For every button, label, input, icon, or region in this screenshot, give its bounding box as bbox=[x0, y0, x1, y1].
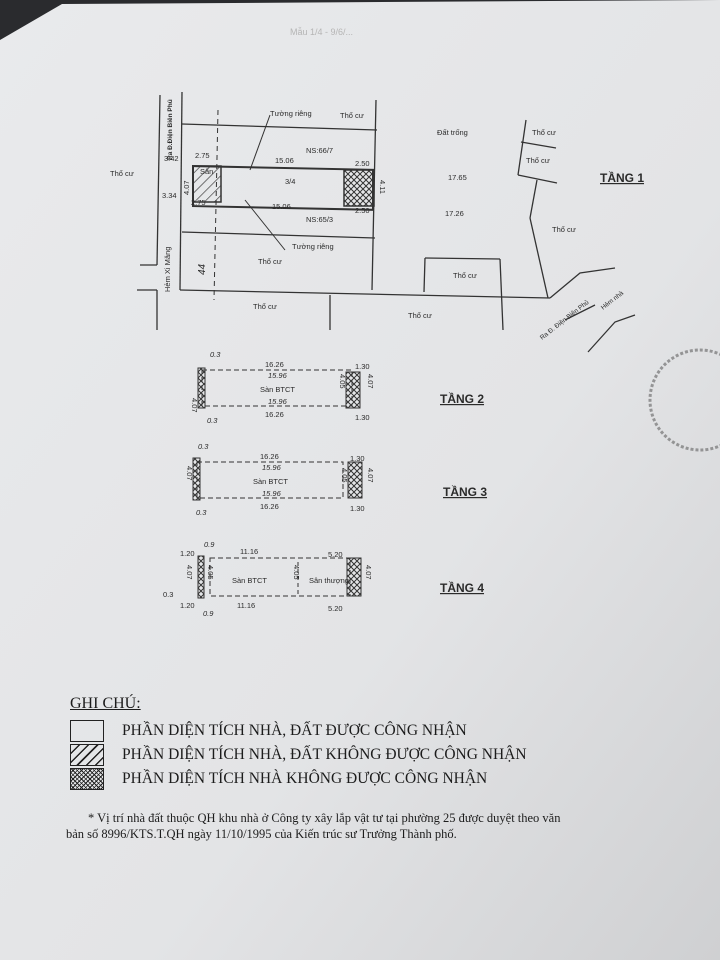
dim-handwritten-top: 0.9 bbox=[204, 540, 215, 549]
legend-label: PHẦN DIỆN TÍCH NHÀ, ĐẤT KHÔNG ĐƯỢC CÔNG … bbox=[122, 746, 527, 763]
dim-top-handwritten: 15.96 bbox=[262, 463, 282, 472]
dim-top: 16.26 bbox=[265, 360, 284, 369]
floor2-title: TẦNG 2 bbox=[440, 391, 484, 406]
dim-road-bottom: 3.34 bbox=[162, 191, 177, 200]
label-residential: Thổ cư bbox=[340, 111, 364, 120]
label-neighbor-top: NS:66/7 bbox=[306, 146, 333, 155]
crosshatched-swatch-icon bbox=[70, 768, 104, 790]
label-residential: Thổ cư bbox=[253, 302, 277, 311]
dim-front-bottom: 0.3 bbox=[196, 508, 207, 517]
dim-width-left: 4.07 bbox=[185, 565, 194, 580]
legend-label: PHẦN DIỆN TÍCH NHÀ KHÔNG ĐƯỢC CÔNG NHẬN bbox=[122, 770, 488, 787]
footnote-line2: bản số 8996/KTS.T.QH ngày 11/10/1995 của… bbox=[66, 827, 457, 841]
label-residential: Thổ cư bbox=[453, 271, 477, 280]
floor1-title: TẦNG 1 bbox=[600, 170, 644, 185]
label-road-top: Ra Đ.Điện Biên Phủ bbox=[167, 99, 174, 160]
label-residential: Thổ cư bbox=[552, 225, 576, 234]
dim-front-top: 0.3 bbox=[210, 350, 221, 359]
dim-rear-bottom: 5.20 bbox=[328, 604, 343, 613]
dim-top-handwritten: 15.96 bbox=[268, 371, 288, 380]
dim-front-bottom: 0.3 bbox=[207, 416, 218, 425]
floor3-plan: 16.26 15.96 Sàn BTCT 15.96 16.26 1.30 1.… bbox=[185, 442, 375, 517]
dim-width-right: 4.11 bbox=[378, 180, 387, 194]
slab-label: Sàn BTCT bbox=[232, 576, 267, 585]
slab-label: Sàn BTCT bbox=[253, 477, 288, 486]
dim-bottom-handwritten: 15.96 bbox=[268, 397, 288, 406]
legend-item: PHẦN DIỆN TÍCH NHÀ, ĐẤT ĐƯỢC CÔNG NHẬN bbox=[70, 719, 527, 743]
label-neighbor-bottom: NS:65/3 bbox=[306, 215, 333, 224]
dim-rear-bottom: 1.30 bbox=[350, 504, 365, 513]
floor4-title: TẦNG 4 bbox=[440, 580, 484, 595]
dim-rear-top: 1.30 bbox=[355, 362, 370, 371]
legend-item: PHẦN DIỆN TÍCH NHÀ, ĐẤT KHÔNG ĐƯỢC CÔNG … bbox=[70, 743, 527, 767]
dim-mid-bottom: 11.16 bbox=[237, 601, 255, 610]
official-seal bbox=[648, 348, 720, 452]
dim-road-top: 3.42 bbox=[164, 154, 179, 163]
dim-rear-top: 5.20 bbox=[328, 550, 343, 559]
label-house-number: 3/4 bbox=[285, 177, 295, 186]
dim-rear-top: 1.30 bbox=[350, 454, 365, 463]
blank-swatch-icon bbox=[70, 720, 104, 742]
dim-front-bottom: 2.75 bbox=[191, 198, 206, 207]
legend-label: PHẦN DIỆN TÍCH NHÀ, ĐẤT ĐƯỢC CÔNG NHẬN bbox=[122, 722, 467, 739]
dim-width-inner1: 4.05 bbox=[206, 565, 215, 580]
handwritten-note: 44 bbox=[197, 263, 208, 275]
dim-width-right: 4.07 bbox=[366, 468, 375, 483]
label-private-wall: Tường riêng bbox=[292, 242, 334, 251]
crosshatched-unrecognized-area bbox=[343, 169, 375, 207]
legend: GHI CHÚ: PHẦN DIỆN TÍCH NHÀ, ĐẤT ĐƯỢC CÔ… bbox=[70, 695, 527, 791]
dim-width-inner2: 4.05 bbox=[292, 565, 301, 580]
terrace-label: Sân thượng bbox=[309, 576, 349, 585]
dim-length-top: 15.06 bbox=[275, 156, 294, 165]
dim-mid-top: 11.16 bbox=[240, 547, 258, 556]
dim-front-top: 1.20 bbox=[180, 549, 195, 558]
hatched-swatch-icon bbox=[70, 744, 104, 766]
label-residential: Thổ cư bbox=[110, 169, 134, 178]
floor2-plan: 16.26 15.96 Sàn BTCT 15.96 16.26 1.30 1.… bbox=[190, 350, 375, 425]
dim-bottom: 16.26 bbox=[265, 410, 284, 419]
legend-title: GHI CHÚ: bbox=[70, 695, 141, 712]
dim-bottom: 16.26 bbox=[260, 502, 279, 511]
label-residential: Thổ cư bbox=[408, 311, 432, 320]
dim-width-left: 4.07 bbox=[185, 466, 194, 481]
dim-rear-bottom: 1.30 bbox=[355, 413, 370, 422]
label-alley: Hẻm Xi Măng bbox=[163, 247, 172, 292]
dim-len-b: 17.26 bbox=[445, 209, 464, 218]
dim-width-right: 4.07 bbox=[366, 374, 375, 389]
label-yard: Sân bbox=[200, 167, 213, 176]
dim-width-inner: 4.05 bbox=[338, 374, 347, 389]
label-residential: Thổ cư bbox=[526, 156, 550, 165]
label-residential: Thổ cư bbox=[532, 128, 556, 137]
label-private-wall: Tường riêng bbox=[270, 109, 312, 118]
legend-item: PHẦN DIỆN TÍCH NHÀ KHÔNG ĐƯỢC CÔNG NHẬN bbox=[70, 767, 527, 791]
dim-rear-bottom: 2.50 bbox=[355, 206, 370, 215]
dim-front-top: 0.3 bbox=[198, 442, 209, 451]
dim-front-top: 2.75 bbox=[195, 151, 210, 160]
floor4-plan: 1.20 1.20 0.9 0.9 0.3 11.16 11.16 5.20 5… bbox=[163, 540, 373, 618]
footnote-line1: * Vị trí nhà đất thuộc QH khu nhà ở Công… bbox=[88, 811, 561, 825]
dim-width-inner: 4.05 bbox=[340, 468, 349, 483]
dim-handwritten-bottom: 0.9 bbox=[203, 609, 214, 618]
footnote: * Vị trí nhà đất thuộc QH khu nhà ở Công… bbox=[66, 810, 656, 842]
dim-width-left: 4.07 bbox=[182, 180, 191, 195]
setback-line bbox=[213, 109, 219, 301]
dim-width-right: 4.07 bbox=[364, 565, 373, 580]
dim-bottom-handwritten: 15.96 bbox=[262, 489, 282, 498]
dim-left-edge: 0.3 bbox=[163, 590, 173, 599]
wall-arrow bbox=[249, 114, 271, 171]
faded-header: Mẫu 1/4 - 9/6/... bbox=[290, 27, 353, 37]
dim-top: 16.26 bbox=[260, 452, 279, 461]
wall-arrow bbox=[244, 199, 286, 251]
slab-label: Sàn BTCT bbox=[260, 385, 295, 394]
dim-length-bottom: 15.06 bbox=[272, 202, 291, 211]
floor3-title: TẦNG 3 bbox=[443, 484, 487, 499]
dim-len-a: 17.65 bbox=[448, 173, 467, 182]
label-vacant-land: Đất trống bbox=[437, 128, 468, 137]
dim-width-left: 4.07 bbox=[190, 398, 199, 413]
dim-rear-top: 2.50 bbox=[355, 159, 370, 168]
label-residential: Thổ cư bbox=[258, 257, 282, 266]
dim-front-bottom: 1.20 bbox=[180, 601, 195, 610]
